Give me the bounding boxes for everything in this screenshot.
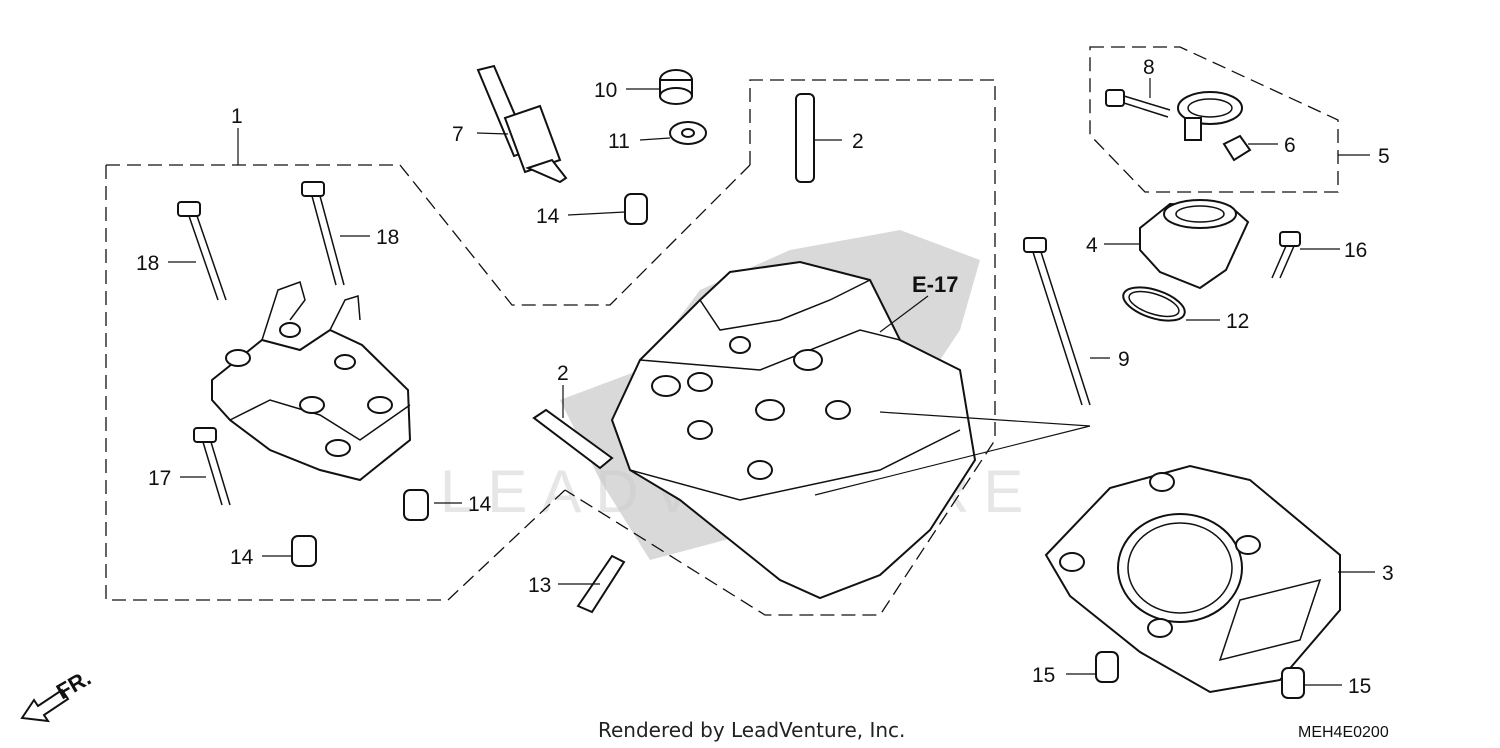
rocker-arm-holder xyxy=(211,281,412,482)
o-ring-12 xyxy=(1122,286,1186,322)
hose-clamp xyxy=(1177,91,1243,141)
group-outline-head xyxy=(564,79,996,616)
dowel-pin-14-c xyxy=(624,193,648,225)
bolt-9 xyxy=(1023,237,1091,406)
bolt-18-left xyxy=(177,201,227,301)
leader-lines xyxy=(168,78,1375,686)
callout-14-c: 14 xyxy=(536,205,560,228)
callout-9: 9 xyxy=(1118,348,1130,371)
dowel-pin-15-left xyxy=(1095,651,1119,683)
callout-15-left: 15 xyxy=(1032,664,1055,687)
diagram-code: MEH4E0200 xyxy=(1298,724,1389,741)
callout-8: 8 xyxy=(1143,56,1155,79)
callout-5: 5 xyxy=(1378,145,1390,168)
dowel-pin-14-b xyxy=(291,535,317,567)
callout-7: 7 xyxy=(452,123,464,146)
spark-plug-7 xyxy=(476,64,568,184)
dowel-pin-14-a xyxy=(403,489,429,521)
group-outline-1 xyxy=(106,164,751,306)
callout-13: 13 xyxy=(528,574,551,597)
callout-3: 3 xyxy=(1382,562,1394,585)
callout-18-right: 18 xyxy=(376,226,399,249)
stud-bolt-2-lower xyxy=(532,408,614,470)
stud-bolt-2-upper xyxy=(795,93,815,183)
dowel-pin-15-right xyxy=(1281,667,1305,699)
front-arrow-icon xyxy=(20,688,70,723)
callout-4: 4 xyxy=(1086,234,1098,257)
bolt-18-right xyxy=(301,181,345,286)
callout-2-lower: 2 xyxy=(557,362,569,385)
group-outline-5 xyxy=(1089,46,1339,193)
reference-e17: E-17 xyxy=(912,272,958,297)
callout-15-right: 15 xyxy=(1348,675,1371,698)
cylinder-head xyxy=(610,260,977,600)
bolt-16 xyxy=(1271,231,1301,279)
screw-8 xyxy=(1105,89,1171,118)
head-gasket-3 xyxy=(1044,464,1341,694)
callout-18-left: 18 xyxy=(136,252,159,275)
washer-11 xyxy=(669,121,707,145)
bolt-17 xyxy=(193,427,231,506)
footer-credit: Rendered by LeadVenture, Inc. xyxy=(598,718,905,742)
stud-bolt-13 xyxy=(576,554,626,614)
callout-11: 11 xyxy=(608,130,630,153)
callout-12: 12 xyxy=(1226,310,1249,333)
callout-16: 16 xyxy=(1344,239,1367,262)
group-outline-1b xyxy=(105,165,566,601)
nut-6 xyxy=(1222,134,1252,162)
cap-nut-10 xyxy=(659,69,693,105)
callout-10: 10 xyxy=(594,79,617,102)
callout-6: 6 xyxy=(1284,134,1296,157)
callout-2-upper: 2 xyxy=(852,130,864,153)
carburetor-insulator-4 xyxy=(1139,199,1250,290)
callout-14-a: 14 xyxy=(468,493,492,516)
callout-14-b: 14 xyxy=(230,546,254,569)
callout-17: 17 xyxy=(148,467,171,490)
callout-1: 1 xyxy=(231,105,243,128)
